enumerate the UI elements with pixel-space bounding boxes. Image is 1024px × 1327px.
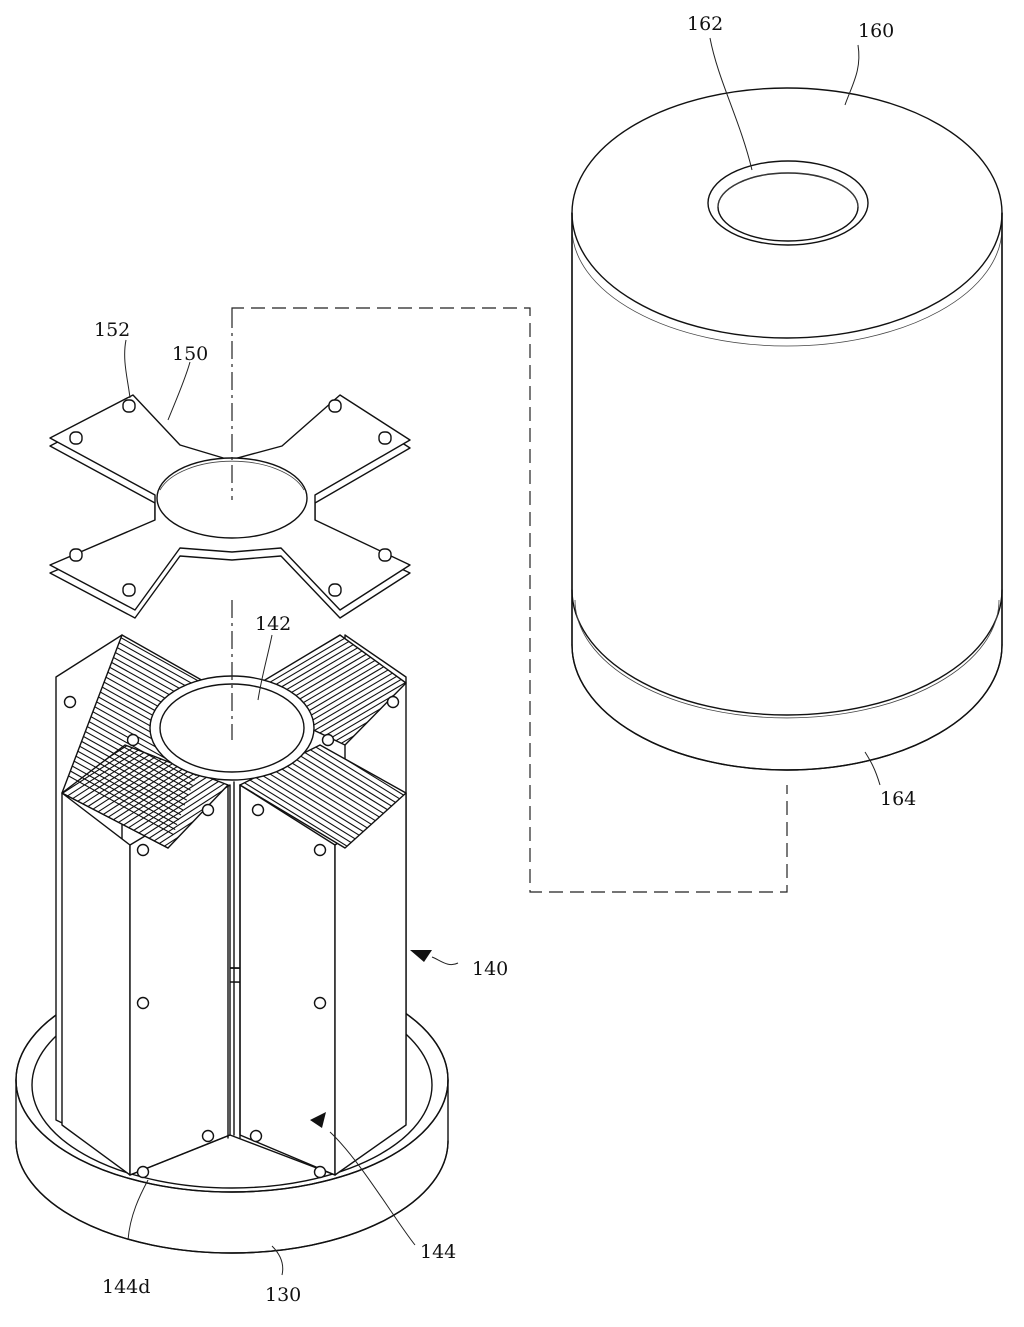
top-opening-162 — [707, 160, 869, 246]
fin-line — [62, 635, 228, 825]
fin-line — [240, 745, 406, 823]
fin-line — [62, 745, 228, 848]
heat-sink-body-140 — [55, 634, 407, 1179]
fin-line — [240, 745, 406, 846]
fin-line — [62, 751, 228, 848]
leader-lines — [124, 37, 881, 1276]
label-152: 152 — [94, 319, 130, 341]
fin-line — [62, 637, 227, 829]
plate-screws-152 — [69, 399, 392, 597]
fin-line — [240, 745, 406, 848]
cylinder-cover-160 — [571, 87, 1003, 771]
cross-plate-150 — [49, 394, 411, 619]
fin-line — [240, 745, 406, 848]
fin-line — [240, 745, 406, 837]
fin-line — [62, 755, 228, 848]
assembly-guide-lines — [231, 307, 788, 893]
reference-labels: 162 160 152 150 142 164 140 144 144d 130 — [94, 13, 916, 1306]
fin-line — [240, 745, 403, 848]
fin-line — [240, 745, 406, 828]
fin-line — [240, 650, 406, 745]
fin-line — [240, 654, 406, 745]
heat-sink-screws — [63, 695, 400, 1179]
fin-line — [62, 660, 213, 848]
fin-line — [62, 747, 228, 848]
fin-line — [240, 635, 406, 745]
fin-line — [240, 745, 406, 841]
fin-line — [240, 646, 406, 745]
label-144: 144 — [420, 1241, 456, 1263]
fin-line — [62, 651, 219, 843]
label-140: 140 — [472, 958, 508, 980]
fin-line — [62, 759, 228, 848]
label-144d: 144d — [102, 1276, 150, 1298]
fin-line — [62, 745, 228, 848]
label-162: 162 — [687, 13, 723, 35]
arrowheads — [310, 950, 432, 1128]
label-164: 164 — [880, 788, 916, 810]
fin-line — [240, 658, 406, 745]
label-130: 130 — [265, 1284, 301, 1306]
label-142: 142 — [255, 613, 291, 635]
label-150: 150 — [172, 343, 208, 365]
label-160: 160 — [858, 20, 894, 42]
fin-line — [240, 745, 406, 832]
fin-line — [62, 646, 222, 838]
fin-line — [240, 745, 406, 819]
fin-line — [240, 745, 406, 848]
fin-line — [62, 642, 224, 834]
fin-line — [240, 661, 406, 745]
fin-line — [62, 635, 228, 820]
